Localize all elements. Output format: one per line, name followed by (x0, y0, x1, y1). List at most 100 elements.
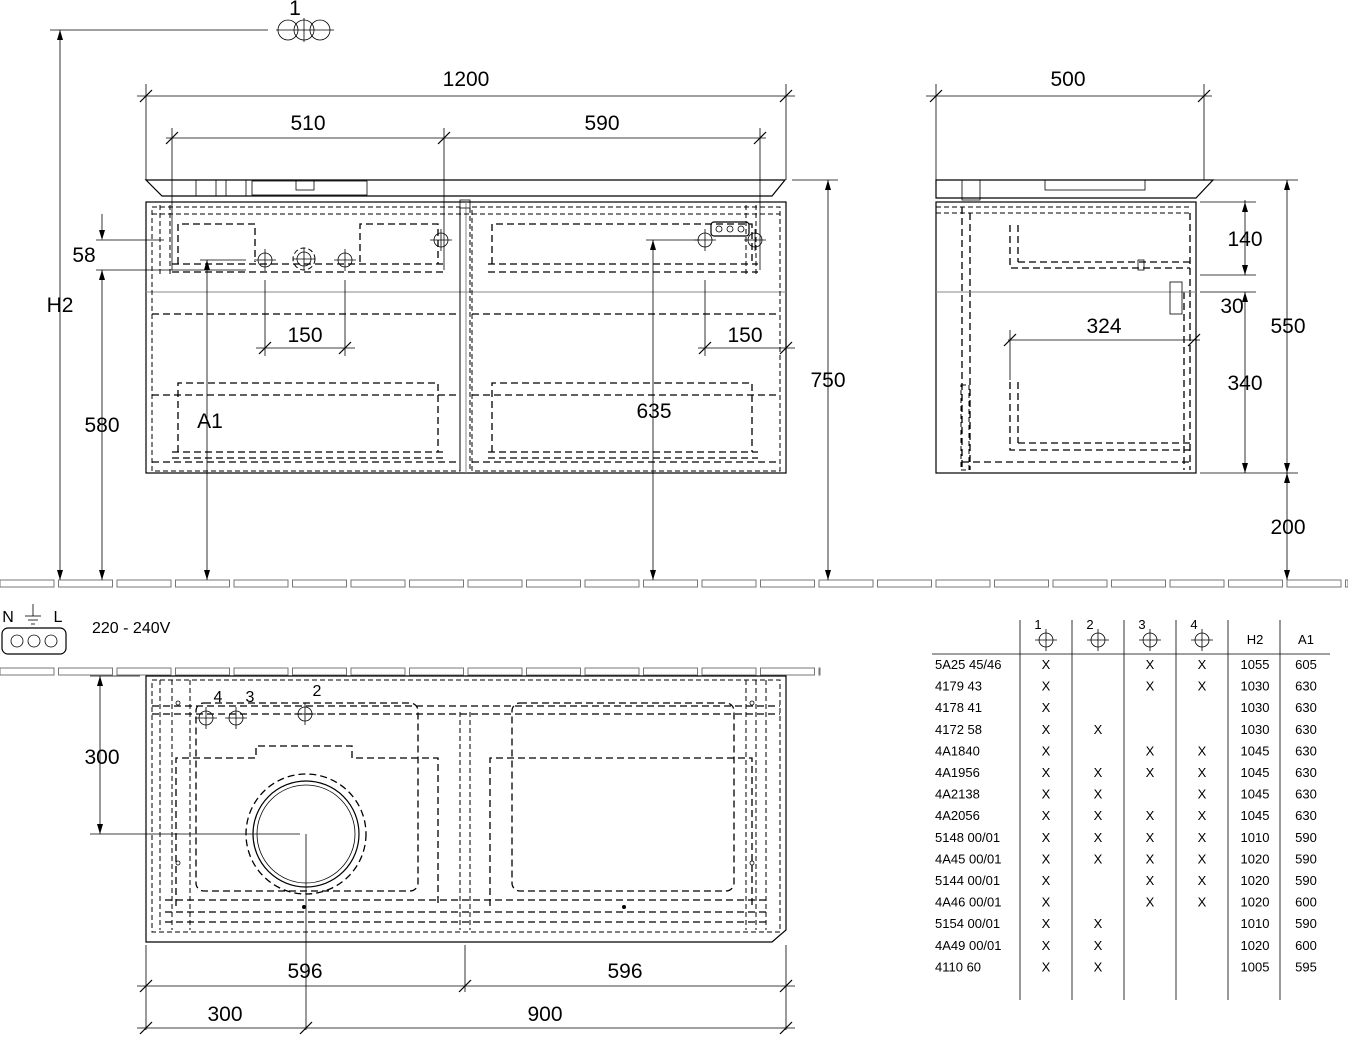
front-view (144, 179, 787, 474)
dim-300-horizontal: 300 (207, 1003, 242, 1026)
table-cell-model: 4A49 00/01 (935, 938, 1002, 953)
floor-tile (116, 579, 172, 588)
dim-300-vertical: 300 (84, 746, 119, 769)
floor-tile (1345, 579, 1348, 588)
table-header-cell: A1 (1298, 632, 1314, 647)
table-cell-model: 5148 00/01 (935, 830, 1000, 845)
table-cell-model: 4A1840 (935, 743, 980, 758)
table-cell: X (1042, 722, 1051, 737)
floor-tile (935, 579, 991, 588)
floor-line-bottom (0, 667, 821, 676)
floor-tile (1111, 579, 1166, 588)
table-cell: X (1094, 916, 1103, 931)
table-cell: 630 (1295, 787, 1317, 802)
table-cell-model: 4A46 00/01 (935, 895, 1002, 910)
table-cell: 630 (1295, 722, 1317, 737)
table-cell: X (1042, 895, 1051, 910)
floor-tile (877, 579, 932, 588)
table-cell: X (1198, 895, 1207, 910)
floor-tile (292, 667, 347, 676)
table-cell: X (1042, 851, 1051, 866)
floor-tile (467, 579, 523, 588)
callout-3-label: 3 (246, 689, 255, 706)
floor-tile (760, 579, 815, 588)
table-cell: X (1094, 722, 1103, 737)
table-cell: 595 (1295, 959, 1317, 974)
table-cell: X (1146, 743, 1155, 758)
table-cell: X (1094, 830, 1103, 845)
table-cell: X (1146, 808, 1155, 823)
table-header-cell: 3 (1138, 617, 1145, 632)
voltage-label: 220 - 240V (92, 620, 171, 637)
table-cell: X (1042, 787, 1051, 802)
table-cell-model: 4179 43 (935, 679, 982, 694)
table-cell: 1045 (1241, 808, 1270, 823)
table-cell: X (1042, 916, 1051, 931)
floor-tile (116, 667, 172, 676)
table-cell-model: 4178 41 (935, 700, 982, 715)
dim-58: 58 (72, 244, 95, 267)
floor-tile (701, 579, 757, 588)
table-cell: 590 (1295, 916, 1317, 931)
table-cell: X (1198, 830, 1207, 845)
floor-tile (175, 579, 230, 588)
table-cell-model: 4A2056 (935, 808, 980, 823)
dim-635: 635 (636, 400, 671, 423)
table-cell: X (1146, 657, 1155, 672)
dimension-labels: 1 1200 510 590 500 58 H2 580 A1 150 150 … (2, 0, 1305, 1026)
floor-tile (350, 667, 406, 676)
table-cell: 630 (1295, 743, 1317, 758)
floor-tile (58, 579, 113, 588)
floor-tile (526, 667, 581, 676)
table-cell: X (1042, 830, 1051, 845)
dim-a1: A1 (197, 410, 223, 433)
table-cell: 590 (1295, 873, 1317, 888)
floor-tile (1169, 579, 1225, 588)
floor-tile (233, 579, 289, 588)
table-cell-model: 4A2138 (935, 787, 980, 802)
table-cell: X (1042, 959, 1051, 974)
floor-tile (1228, 579, 1283, 588)
table-cell: X (1094, 808, 1103, 823)
floor-tile (584, 579, 640, 588)
callout-1-label: 1 (289, 0, 301, 20)
table-cell: 1020 (1241, 895, 1270, 910)
dim-340: 340 (1227, 372, 1262, 395)
floor-tile (818, 579, 874, 588)
table-cell: 590 (1295, 851, 1317, 866)
floor-tile (994, 579, 1049, 588)
floor-tile (0, 667, 55, 676)
floor-tile (233, 667, 289, 676)
table-cell: X (1146, 679, 1155, 694)
callout-1-symbol (276, 18, 334, 42)
floor-tile (409, 667, 464, 676)
dim-550: 550 (1270, 315, 1305, 338)
table-cell-model: 4A45 00/01 (935, 851, 1002, 866)
floor-tile (760, 667, 815, 676)
floor-tile (701, 667, 757, 676)
floor-tile (643, 667, 698, 676)
floor-tile (175, 667, 230, 676)
table-cell: X (1198, 657, 1207, 672)
floor-tile (818, 667, 821, 676)
table-cell: 630 (1295, 679, 1317, 694)
dim-580: 580 (84, 414, 119, 437)
table-header-cell: 1 (1034, 617, 1041, 632)
dim-324: 324 (1086, 315, 1121, 338)
dim-1200: 1200 (443, 68, 490, 91)
dim-510: 510 (290, 112, 325, 135)
table-cell-model: 4110 60 (935, 959, 981, 974)
dim-150-right: 150 (727, 324, 762, 347)
floor-tile (643, 579, 698, 588)
table-cell-model: 5154 00/01 (935, 916, 1000, 931)
